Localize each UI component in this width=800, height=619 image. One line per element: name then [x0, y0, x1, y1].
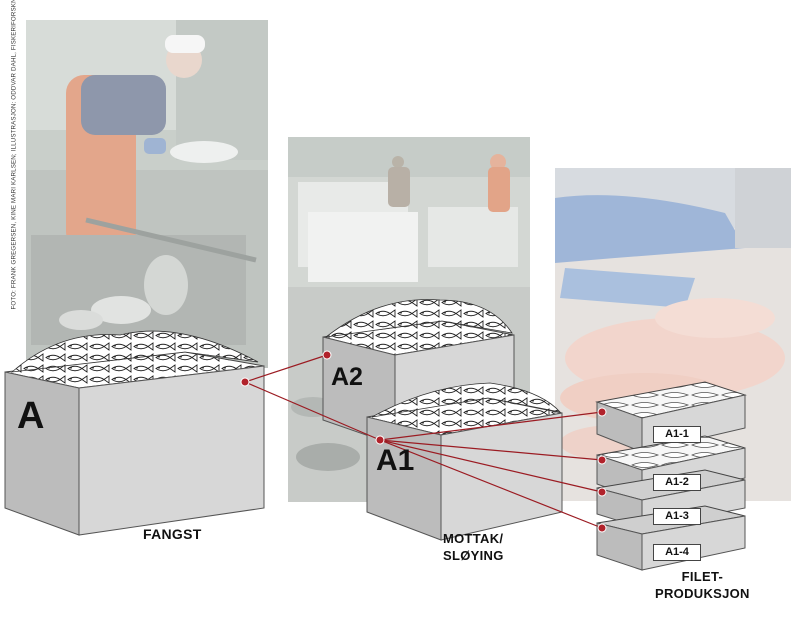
tray-tag-a1-1: A1-1	[653, 426, 701, 443]
stage-label-fillet: FILET- PRODUKSJON	[655, 568, 750, 602]
dot-box-a	[240, 377, 250, 387]
stage-label-fillet-line1: FILET-	[681, 569, 724, 584]
photo-fishing-deck	[26, 20, 268, 368]
stage-label-reception-line1: MOTTAK/	[443, 531, 504, 546]
stage-label-reception: MOTTAK/ SLØYING	[443, 530, 504, 564]
tray-tag-a1-4: A1-4	[653, 544, 701, 561]
trace-a1-to-tray3	[379, 439, 603, 493]
stage-label-reception-line2: SLØYING	[443, 548, 504, 563]
catch-box-a	[4, 330, 265, 536]
box-a2-label: A2	[331, 363, 363, 391]
stage-label-fillet-line2: PRODUKSJON	[655, 586, 750, 601]
dot-box-a2	[322, 350, 332, 360]
dot-box-a1	[375, 435, 385, 445]
reception-box-a1	[366, 382, 563, 541]
dot-tray-4	[597, 523, 607, 533]
tray-tag-a1-2: A1-2	[653, 474, 701, 491]
trace-a-to-a2	[244, 354, 328, 383]
trace-dots	[240, 350, 607, 533]
dot-tray-3	[597, 487, 607, 497]
trace-a1-to-tray1	[379, 411, 603, 441]
stage-label-catch: FANGST	[143, 526, 202, 542]
trace-a-to-a1	[244, 381, 381, 441]
box-a1-label: A1	[376, 444, 415, 477]
box-a-label: A	[17, 395, 45, 437]
dot-tray-1	[597, 407, 607, 417]
trace-lines	[244, 354, 603, 529]
trace-a1-to-tray4	[379, 439, 603, 529]
dot-tray-2	[597, 455, 607, 465]
tray-tag-a1-3: A1-3	[653, 508, 701, 525]
trace-a1-to-tray2	[379, 439, 603, 461]
